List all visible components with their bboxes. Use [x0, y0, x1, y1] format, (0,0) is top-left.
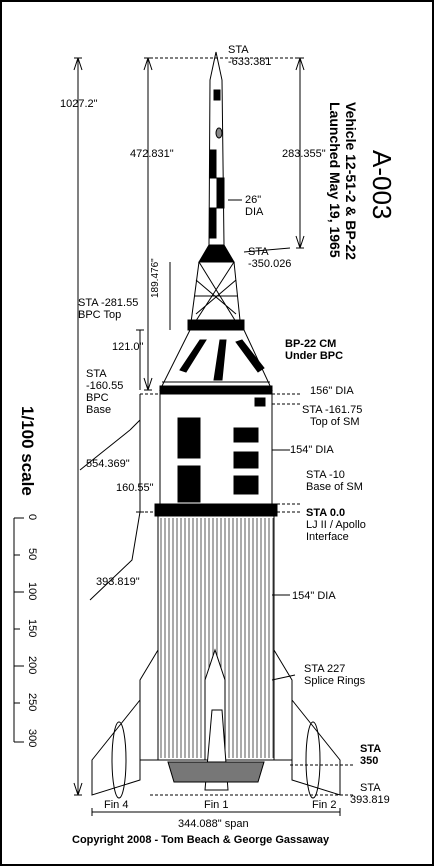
dia-154a-label: 154" DIA — [290, 444, 334, 456]
fin-1-label: Fin 1 — [204, 799, 229, 811]
sta-160-value: -160.55 — [86, 380, 124, 392]
sta-281-desc: BPC Top — [78, 309, 122, 321]
scale-tick: 300 — [26, 729, 38, 748]
sta-350-value: -350.026 — [248, 258, 292, 270]
dia-154b-label: 154" DIA — [292, 590, 336, 602]
length-472: 472.831" — [130, 148, 174, 160]
scale-tick: 50 — [26, 548, 38, 561]
fin-2-label: Fin 2 — [312, 799, 337, 811]
length-1027: 1027.2" — [60, 98, 98, 110]
sta-0-desc2: Interface — [306, 531, 349, 543]
sta-0-label: STA 0.0 — [306, 507, 346, 519]
length-160: 160.55" — [116, 482, 154, 494]
sta-top-label: STA — [228, 44, 249, 56]
scale-tick: 250 — [26, 693, 38, 712]
length-554: 554.369" — [86, 458, 130, 470]
length-189: 189.476" — [150, 258, 161, 298]
sta-0-desc: LJ II / Apollo — [306, 519, 366, 531]
sta-227-label: STA 227 — [304, 663, 346, 675]
dia-26-label: 26" — [245, 194, 262, 206]
sta-393-value: 393.819 — [350, 794, 390, 806]
copyright: Copyright 2008 - Tom Beach & George Gass… — [72, 834, 330, 846]
sta-160-label: STA — [86, 368, 107, 380]
scale-tick: 0 — [26, 514, 38, 521]
dia-26-unit: DIA — [245, 206, 264, 218]
bp22-desc: Under BPC — [285, 350, 344, 362]
scale-label: 1/100 scale — [18, 406, 37, 496]
sta-227-desc: Splice Rings — [304, 675, 366, 687]
sta-393-label: STA — [360, 782, 381, 794]
fin-4-label: Fin 4 — [104, 799, 129, 811]
sta-350-label: STA — [248, 246, 269, 258]
launch-line: Launched May 19, 1965 — [327, 102, 343, 258]
dia-156-label: 156" DIA — [310, 385, 354, 397]
length-121: 121.0" — [112, 341, 144, 353]
scale-tick: 150 — [26, 619, 38, 638]
sta-161-label: STA -161.75 — [302, 404, 363, 416]
span-label: 344.088" span — [178, 818, 249, 830]
sta-m10-label: STA -10 — [306, 469, 345, 481]
scale-tick: 200 — [26, 656, 38, 675]
sta-top-value: -633.381 — [228, 56, 272, 68]
scale-tick: 100 — [26, 582, 38, 601]
sta-350b-value: 350 — [360, 755, 379, 767]
sta-350b-label: STA — [360, 743, 382, 755]
sta-160-base: Base — [86, 404, 112, 416]
sta-160-bpc: BPC — [86, 392, 109, 404]
diagram-title: A-003 — [367, 150, 397, 220]
bp22-label: BP-22 CM — [285, 338, 337, 350]
sta-m10-desc: Base of SM — [306, 481, 363, 493]
length-283: 283.355" — [282, 148, 326, 160]
vehicle-line: Vehicle 12-51-2 & BP-22 — [343, 102, 359, 260]
sta-161-desc: Top of SM — [310, 416, 360, 428]
sta-281-label: STA -281.55 — [78, 297, 139, 309]
length-393: 393.819" — [96, 576, 140, 588]
